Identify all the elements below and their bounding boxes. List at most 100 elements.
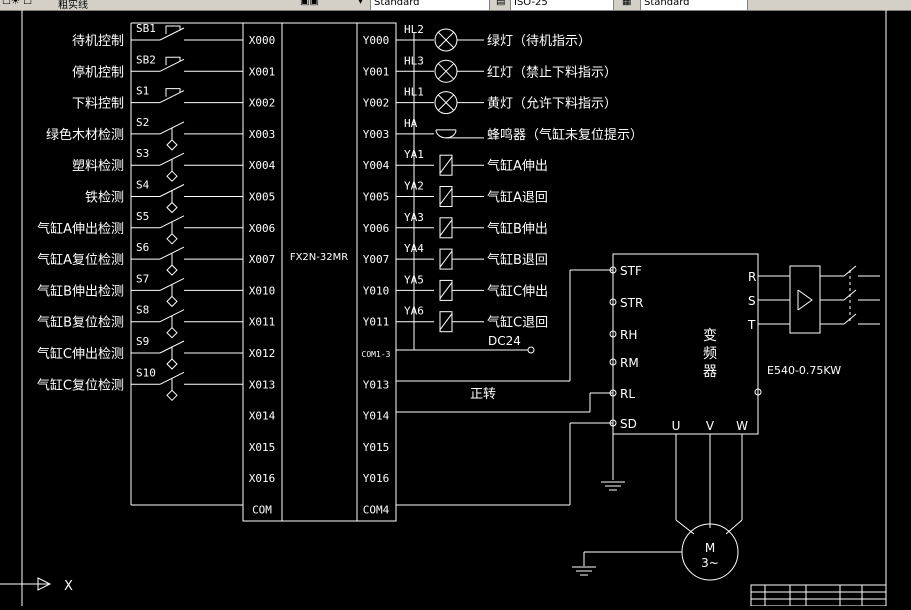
text-style-icon[interactable]: ▾ bbox=[358, 0, 364, 7]
input-terminal: X002 bbox=[249, 97, 276, 110]
sensor-diamond bbox=[166, 264, 178, 276]
motor-lead-w bbox=[725, 519, 743, 535]
output-label: 黄灯（允许下料指示） bbox=[487, 96, 617, 112]
input-label: 气缸B伸出检测 bbox=[37, 283, 124, 299]
input-terminal: X015 bbox=[249, 441, 276, 454]
output-label: 气缸B退回 bbox=[487, 252, 548, 268]
plc-body bbox=[242, 22, 397, 522]
layer-icons[interactable]: ☐☀ ☐ bbox=[2, 0, 33, 7]
inverter-body bbox=[612, 253, 759, 435]
input-terminal: X007 bbox=[249, 253, 276, 266]
input-label: 绿色木材检测 bbox=[46, 127, 124, 143]
pushbutton-actuator bbox=[165, 25, 181, 34]
layer-name[interactable]: 粗实线 bbox=[58, 0, 88, 11]
sensor-diamond bbox=[166, 201, 178, 214]
layer-tool-icon[interactable]: ▣▣ bbox=[300, 0, 319, 7]
input-label: 气缸A伸出检测 bbox=[37, 221, 124, 237]
sensor-diamond bbox=[166, 233, 178, 245]
switch-label: S7 bbox=[136, 272, 149, 285]
table-style-icon[interactable]: ▦ bbox=[622, 0, 632, 7]
input-label: 下料控制 bbox=[72, 97, 124, 112]
inverter-name-2: 频 bbox=[703, 346, 717, 362]
pushbutton-actuator bbox=[165, 88, 181, 97]
pushbutton-actuator bbox=[165, 56, 181, 66]
inverter-terminal-label: STR bbox=[620, 296, 643, 310]
output-terminal: Y002 bbox=[363, 97, 390, 110]
input-terminal: X000 bbox=[249, 34, 276, 47]
switch-label: S1 bbox=[136, 85, 149, 98]
input-terminal: X014 bbox=[249, 410, 276, 423]
sensor-diamond bbox=[166, 389, 178, 402]
switch-contact bbox=[159, 121, 185, 135]
input-label: 气缸C复位检测 bbox=[37, 377, 124, 393]
output-terminal: Y006 bbox=[363, 222, 390, 235]
switch-label: S4 bbox=[136, 179, 150, 192]
input-label: 待机控制 bbox=[72, 34, 124, 49]
lamp-icon-cross bbox=[437, 94, 455, 111]
motor-label-2: 3~ bbox=[701, 556, 719, 570]
switch-label: S6 bbox=[136, 241, 149, 254]
dc24-terminal bbox=[527, 346, 535, 354]
switch-label: SB1 bbox=[136, 22, 156, 35]
output-label: 气缸C退回 bbox=[487, 315, 548, 331]
output-terminal: Y010 bbox=[363, 284, 390, 297]
inverter-terminal-label: RH bbox=[620, 328, 637, 342]
toolbar: ☐☀ ☐ 粗实线 ▣▣ ▾ Standard ▤ ISO-25 ▦ Standa… bbox=[0, 0, 911, 11]
table-style-select[interactable]: Standard bbox=[640, 0, 748, 11]
inverter-power-label: T bbox=[747, 318, 756, 332]
output-terminal: Y005 bbox=[363, 191, 390, 204]
ucs-x-label: X bbox=[64, 579, 73, 594]
output-terminal: Y004 bbox=[363, 159, 390, 172]
switch-label: S10 bbox=[136, 366, 156, 379]
output-terminal: Y011 bbox=[363, 316, 390, 329]
inverter-terminal-label: STF bbox=[620, 264, 642, 278]
sensor-diamond bbox=[166, 295, 178, 308]
output-terminal: Y014 bbox=[363, 410, 390, 423]
input-terminal: X012 bbox=[249, 347, 276, 360]
inverter-right-terminals: RST bbox=[747, 270, 790, 332]
plc-model: FX2N-32MR bbox=[290, 252, 348, 263]
inverter-terminal-label: RM bbox=[620, 356, 639, 370]
switch-label: S9 bbox=[136, 335, 149, 348]
outputs-layer: Y000HL2绿灯（待机指示）Y001HL3红灯（禁止下料指示）Y002HL1黄… bbox=[362, 23, 643, 517]
sensor-diamond bbox=[166, 139, 178, 151]
switch-label: S2 bbox=[136, 116, 149, 129]
output-label: 气缸A伸出 bbox=[487, 158, 548, 174]
inverter-output-label: V bbox=[706, 419, 715, 433]
input-terminal: X016 bbox=[249, 472, 276, 485]
output-terminal: COM1-3 bbox=[362, 350, 391, 359]
input-terminal: X001 bbox=[249, 65, 276, 78]
inverter-output-label: W bbox=[736, 419, 748, 433]
inverter-name-3: 器 bbox=[703, 364, 717, 380]
text-style-select[interactable]: Standard bbox=[370, 0, 490, 11]
output-label: 气缸C伸出 bbox=[487, 283, 548, 299]
output-terminal: Y015 bbox=[363, 441, 390, 454]
inverter-output-label: U bbox=[672, 419, 681, 433]
solenoid-slash bbox=[439, 188, 453, 205]
input-filter bbox=[789, 265, 821, 334]
switch-label: S5 bbox=[136, 210, 149, 223]
dim-style-select[interactable]: ISO-25 bbox=[510, 0, 614, 11]
buzzer-icon bbox=[435, 129, 457, 139]
lamp-icon-cross bbox=[437, 62, 455, 80]
dc24-label: DC24 bbox=[488, 334, 521, 348]
input-terminal: X006 bbox=[249, 222, 276, 235]
output-label: 蜂鸣器（气缸未复位提示） bbox=[487, 127, 643, 143]
forward-label: 正转 bbox=[470, 387, 496, 402]
output-label: 气缸A退回 bbox=[487, 190, 548, 206]
input-label: 气缸C伸出检测 bbox=[37, 346, 124, 362]
solenoid-slash bbox=[439, 156, 453, 174]
inverter-right-node bbox=[754, 388, 762, 396]
output-terminal: COM4 bbox=[363, 504, 390, 517]
input-terminal: X013 bbox=[249, 378, 276, 391]
input-terminal: X003 bbox=[249, 128, 276, 141]
lamp-icon-cross bbox=[437, 31, 455, 49]
inputs-layer: X000待机控制SB1X001停机控制SB2X002下料控制S1X003绿色木材… bbox=[37, 22, 276, 517]
input-label: 气缸B复位检测 bbox=[37, 315, 124, 331]
input-terminal-com: COM bbox=[252, 504, 272, 517]
dim-style-icon[interactable]: ▤ bbox=[496, 0, 506, 7]
inverter-terminal-label: SD bbox=[620, 417, 637, 431]
inverter-power-label: R bbox=[748, 270, 756, 284]
